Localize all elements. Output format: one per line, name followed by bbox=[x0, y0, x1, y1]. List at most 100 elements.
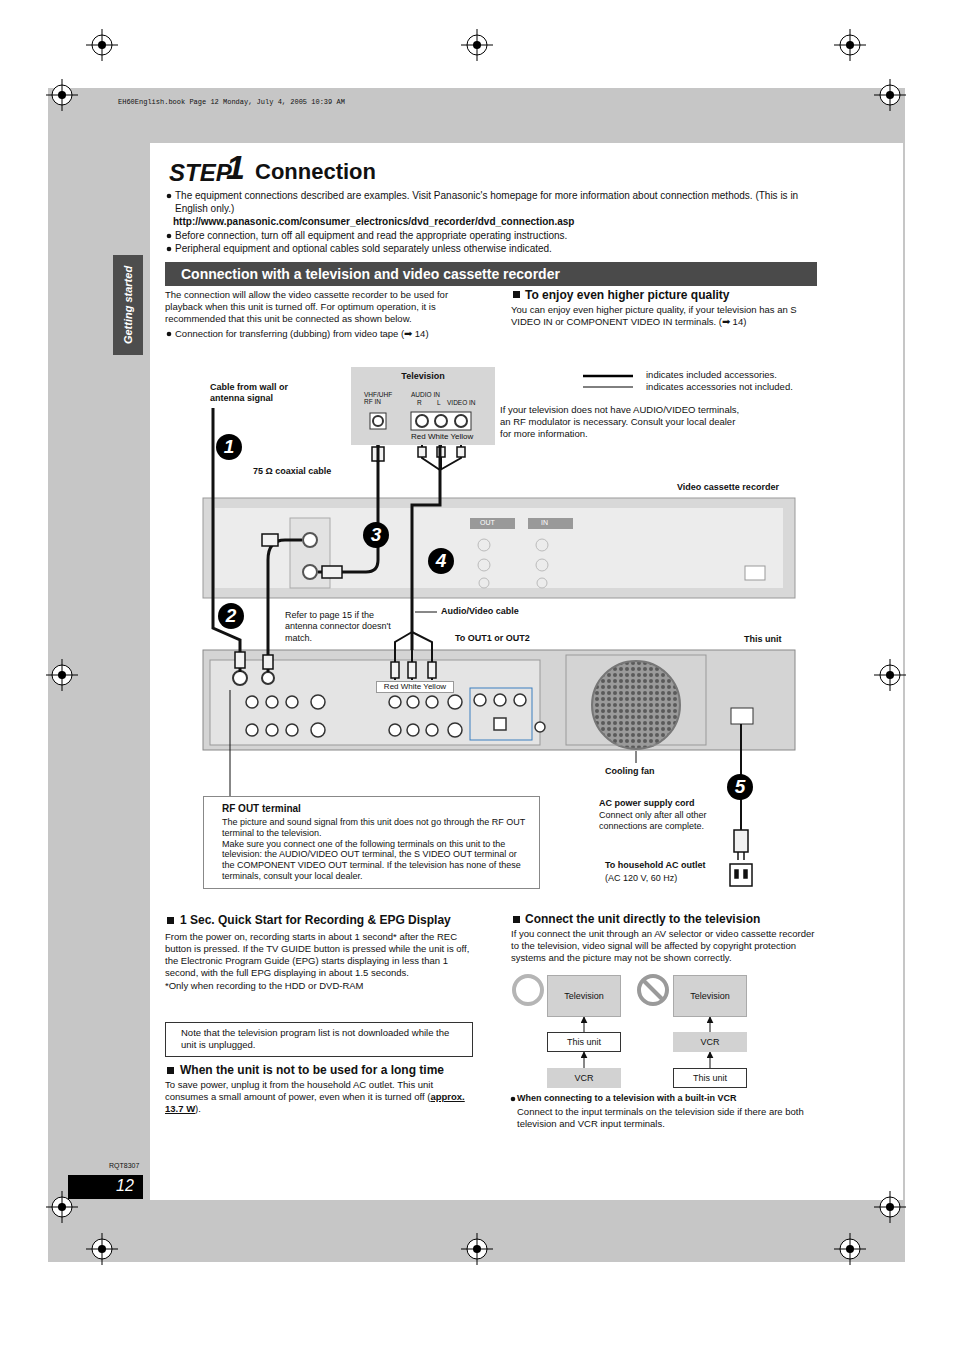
node-text: Connection with a television and video c… bbox=[181, 266, 560, 282]
node-text: 2 bbox=[226, 605, 237, 627]
label-text: To household AC outlet bbox=[605, 860, 706, 870]
label-text: EH60English.book Page 12 Monday, July 4,… bbox=[118, 98, 345, 106]
cable bbox=[267, 598, 270, 650]
label-text: If your television does not have AUDIO/V… bbox=[500, 404, 739, 439]
node-text: IN bbox=[541, 519, 548, 527]
television-panel: TelevisionVHF/UHF RF INAUDIO INRLVIDEO I… bbox=[351, 367, 495, 445]
text-label: From the power on, recording starts in a… bbox=[165, 931, 473, 979]
label-text: Connection for transferring (dubbing) fr… bbox=[175, 328, 429, 339]
text-label: 1 bbox=[226, 150, 245, 184]
signal-arrow bbox=[710, 1017, 711, 1032]
node-text: Television bbox=[564, 991, 604, 1001]
node-text: Red White Yellow bbox=[411, 432, 473, 441]
node-text: OUT bbox=[480, 519, 495, 527]
callout-number: 5 bbox=[727, 774, 753, 800]
label-text: 1 Sec. Quick Start for Recording & EPG D… bbox=[180, 913, 451, 927]
device-box: Television bbox=[673, 975, 747, 1017]
vcr-body bbox=[203, 498, 795, 598]
label-text: Refer to page 15 if the antenna connecto… bbox=[285, 610, 391, 643]
text-label: You can enjoy even higher picture qualit… bbox=[511, 304, 816, 328]
signal-arrow bbox=[710, 1052, 711, 1068]
text-label: Connect only after all other connections… bbox=[599, 810, 727, 833]
text-label: If you connect the unit through an AV se… bbox=[511, 928, 816, 964]
callout-number: 2 bbox=[218, 603, 244, 629]
text-label: AC power supply cord bbox=[599, 798, 695, 809]
text-label: To OUT1 or OUT2 bbox=[455, 633, 530, 644]
label-text: You can enjoy even higher picture qualit… bbox=[511, 304, 797, 327]
text-label: Red White Yellow bbox=[376, 681, 454, 693]
label-text: *Only when recording to the HDD or DVD-R… bbox=[165, 980, 364, 991]
section-band: Connection with a television and video c… bbox=[165, 262, 817, 286]
text-label: RQT8307 bbox=[109, 1162, 139, 1171]
label-text: STEP bbox=[169, 159, 232, 186]
page-title: Connection bbox=[255, 161, 376, 183]
node-text: The picture and sound signal from this u… bbox=[222, 817, 531, 839]
text-label: If your television does not have AUDIO/V… bbox=[500, 404, 740, 440]
label-text: Peripheral equipment and optional cables… bbox=[175, 243, 552, 254]
node-text: 1 bbox=[224, 436, 235, 458]
label-text: Connect to the input terminals on the te… bbox=[517, 1106, 804, 1129]
text-label: Connection for transferring (dubbing) fr… bbox=[175, 328, 475, 340]
television-panel bbox=[351, 367, 495, 445]
label-text: AC power supply cord bbox=[599, 798, 695, 808]
text-label: When connecting to a television with a b… bbox=[517, 1093, 737, 1104]
label-text: When connecting to a television with a b… bbox=[517, 1093, 737, 1103]
signal-arrow bbox=[584, 1052, 585, 1068]
node-text: This unit bbox=[744, 634, 782, 644]
legend-samples bbox=[583, 376, 633, 387]
label-text: http://www.panasonic.com/consumer_electr… bbox=[173, 216, 574, 227]
label-text: Connect the unit directly to the televis… bbox=[525, 912, 760, 926]
label-text: Red White Yellow bbox=[384, 682, 446, 691]
node-text: This unit bbox=[567, 1037, 601, 1047]
text-label: Connect the unit directly to the televis… bbox=[525, 912, 760, 927]
text-label: (AC 120 V, 60 Hz) bbox=[605, 873, 677, 884]
text-label: To save power, unplug it from the househ… bbox=[165, 1079, 473, 1115]
node-text: 12 bbox=[116, 1177, 143, 1195]
text-label: STEP bbox=[169, 161, 232, 185]
node-text: VCR bbox=[700, 1037, 719, 1047]
text-label: Cooling fan bbox=[605, 766, 655, 777]
legend-text: indicates accessories not included. bbox=[646, 381, 793, 393]
vcr-unit: Video cassette recorderOUTIN34 bbox=[203, 498, 795, 598]
label-text: Cooling fan bbox=[605, 766, 655, 776]
callout-number: 4 bbox=[428, 548, 454, 574]
node-text: 4 bbox=[436, 550, 447, 572]
note-box: Note that the television program list is… bbox=[165, 1022, 473, 1057]
text-label: 75 Ω coaxial cable bbox=[253, 466, 331, 477]
device-box: VCR bbox=[673, 1032, 747, 1052]
crop-marks bbox=[46, 29, 906, 1265]
text-label: Peripheral equipment and optional cables… bbox=[175, 243, 552, 256]
label-text: 75 Ω coaxial cable bbox=[253, 466, 331, 476]
text-label: Connect to the input terminals on the te… bbox=[517, 1106, 817, 1130]
label-text: Before connection, turn off all equipmen… bbox=[175, 230, 567, 241]
label-text: The equipment connections described are … bbox=[175, 190, 798, 214]
label-text: To enjoy even higher picture quality bbox=[525, 288, 729, 302]
node-text: This unit bbox=[693, 1073, 727, 1083]
node-text: 5 bbox=[735, 776, 746, 798]
node-text: Television bbox=[351, 371, 495, 381]
label-text: To save power, unplug it from the househ… bbox=[165, 1079, 433, 1102]
label-text: RQT8307 bbox=[109, 1162, 139, 1169]
node-text: Television bbox=[690, 991, 730, 1001]
label-text: (AC 120 V, 60 Hz) bbox=[605, 873, 677, 883]
unit-body bbox=[203, 650, 795, 750]
node-text: VIDEO IN bbox=[447, 399, 476, 406]
device-box: VCR bbox=[547, 1068, 621, 1088]
text-label: Audio/Video cable bbox=[441, 606, 519, 617]
node-text: R bbox=[417, 399, 422, 406]
node-text: Video cassette recorder bbox=[677, 482, 779, 492]
text-label: EH60English.book Page 12 Monday, July 4,… bbox=[118, 98, 345, 107]
label-text: If you connect the unit through an AV se… bbox=[511, 928, 814, 963]
node-text: Make sure you connect one of the followi… bbox=[222, 839, 531, 882]
signal-arrow bbox=[584, 1017, 585, 1032]
text-label: Refer to page 15 if the antenna connecto… bbox=[285, 610, 403, 644]
inline-text: ). bbox=[195, 1103, 201, 1114]
callout-number: 3 bbox=[363, 522, 389, 548]
node-text: RF OUT terminal bbox=[222, 803, 531, 815]
text-label: Before connection, turn off all equipmen… bbox=[175, 230, 567, 243]
cable bbox=[377, 445, 380, 498]
node-text: VCR bbox=[574, 1073, 593, 1083]
callout-number: 1 bbox=[216, 434, 242, 460]
label-text: Audio/Video cable bbox=[441, 606, 519, 616]
